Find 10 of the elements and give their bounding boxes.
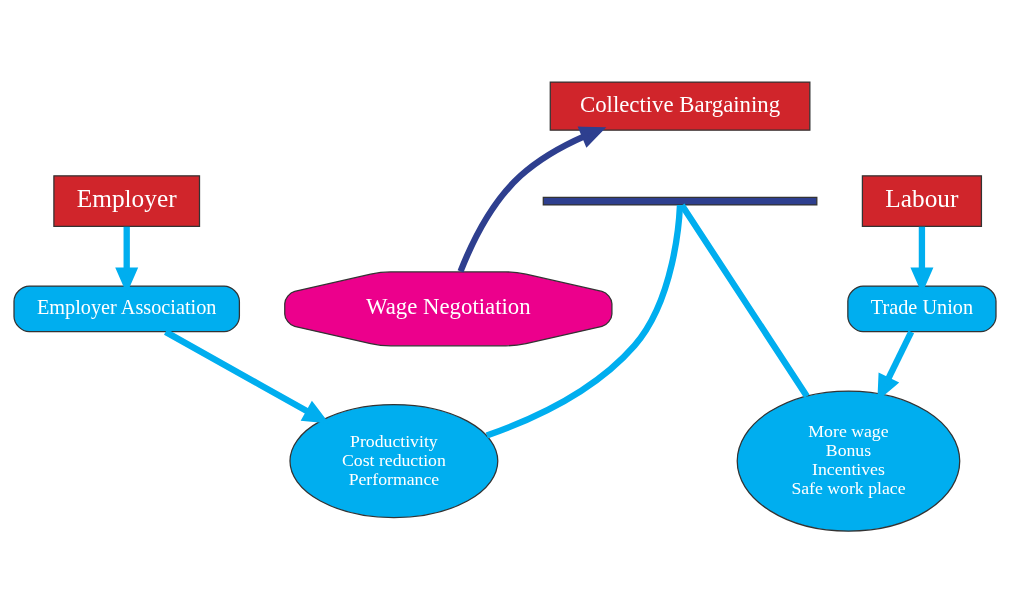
arrow [457,126,607,273]
connector [485,204,684,439]
node-box: Employer [53,175,201,228]
node-box: Labour [861,175,983,228]
node-box: Collective Bargaining [549,81,811,131]
node-box: Employer Association [13,285,241,333]
node-ellipse: More wage Bonus Incentives Safe work place [736,390,961,532]
node-ellipse: Productivity Cost reduction Performance [289,404,499,519]
node-bar [542,196,818,206]
node-box: Trade Union [847,285,997,333]
